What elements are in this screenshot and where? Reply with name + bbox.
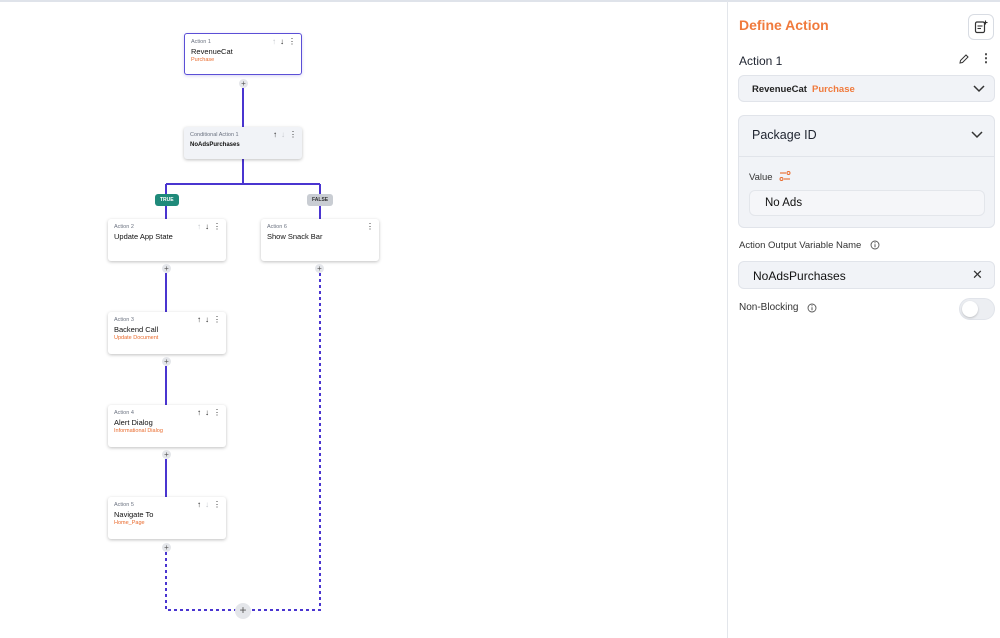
conditional-node-1[interactable]: Conditional Action 1 NoAdsPurchases ↑ ↓ … <box>184 127 302 159</box>
value-label: Value <box>749 172 773 183</box>
more-vertical-icon[interactable]: ⋮ <box>289 130 297 139</box>
more-vertical-icon[interactable]: ⋮ <box>213 500 221 509</box>
chevron-down-icon <box>973 85 985 93</box>
action-node-1[interactable]: Action 1 RevenueCat Purchase ↑ ↓ ⋮ <box>184 33 302 75</box>
variable-source-icon[interactable] <box>779 171 791 182</box>
action-type-select[interactable]: RevenueCat Purchase <box>738 75 995 102</box>
action-method: Purchase <box>812 84 855 95</box>
node-label: Conditional Action 1 <box>190 132 239 138</box>
add-action-button[interactable]: + <box>315 264 324 273</box>
node-subtitle: Home_Page <box>114 520 145 526</box>
node-title: Update App State <box>114 232 173 241</box>
action-node-4[interactable]: Action 4 Alert Dialog Informational Dial… <box>108 405 226 447</box>
action-node-3[interactable]: Action 3 Backend Call Update Document ↑ … <box>108 312 226 354</box>
info-icon[interactable] <box>870 240 880 250</box>
true-branch-badge: TRUE <box>155 194 179 206</box>
info-icon[interactable] <box>807 303 817 313</box>
move-up-icon: ↑ <box>272 37 276 46</box>
add-action-button[interactable]: + <box>162 450 171 459</box>
action-node-6[interactable]: Action 6 Show Snack Bar ⋮ <box>261 219 379 261</box>
node-title: NoAdsPurchases <box>190 142 240 148</box>
more-vertical-icon[interactable]: ⋮ <box>366 222 374 231</box>
move-down-icon: ↓ <box>205 500 209 509</box>
action-flow-canvas[interactable]: Action 1 RevenueCat Purchase ↑ ↓ ⋮ + Con… <box>0 0 727 638</box>
more-vertical-icon[interactable]: ⋮ <box>213 222 221 231</box>
section-title: Package ID <box>752 128 817 142</box>
move-up-icon[interactable]: ↑ <box>197 315 201 324</box>
chevron-down-icon <box>971 131 983 139</box>
more-vertical-icon[interactable]: ⋮ <box>980 51 992 65</box>
add-note-button[interactable] <box>968 14 994 40</box>
action-service: RevenueCat <box>752 84 807 95</box>
add-action-button[interactable]: + <box>162 264 171 273</box>
move-up-icon: ↑ <box>197 222 201 231</box>
add-action-button[interactable]: + <box>162 543 171 552</box>
move-down-icon[interactable]: ↓ <box>280 37 284 46</box>
node-title: Alert Dialog <box>114 418 153 427</box>
action-label: Action 1 <box>739 54 783 68</box>
non-blocking-label: Non-Blocking <box>739 302 799 313</box>
node-title: Show Snack Bar <box>267 232 323 241</box>
node-subtitle: Purchase <box>191 57 215 63</box>
node-label: Action 3 <box>114 317 134 323</box>
move-down-icon[interactable]: ↓ <box>205 315 209 324</box>
node-label: Action 5 <box>114 502 134 508</box>
pencil-icon[interactable] <box>958 53 970 68</box>
node-label: Action 6 <box>267 224 287 230</box>
package-id-header[interactable]: Package ID <box>739 116 994 157</box>
move-up-icon[interactable]: ↑ <box>197 500 201 509</box>
action-node-2[interactable]: Action 2 Update App State ↑ ↓ ⋮ <box>108 219 226 261</box>
node-title: RevenueCat <box>191 47 233 56</box>
add-note-icon <box>974 20 988 34</box>
move-up-icon[interactable]: ↑ <box>273 130 277 139</box>
more-vertical-icon[interactable]: ⋮ <box>213 315 221 324</box>
action-node-5[interactable]: Action 5 Navigate To Home_Page ↑ ↓ ⋮ <box>108 497 226 539</box>
output-variable-value: NoAdsPurchases <box>753 269 846 283</box>
node-subtitle: Informational Dialog <box>114 428 163 434</box>
move-down-icon: ↓ <box>281 130 285 139</box>
output-variable-input[interactable]: NoAdsPurchases ✕ <box>738 261 995 289</box>
clear-icon[interactable]: ✕ <box>972 267 983 282</box>
false-branch-badge: FALSE <box>307 194 334 206</box>
panel-title: Define Action <box>739 17 829 33</box>
add-action-button[interactable]: + <box>239 79 248 88</box>
node-label: Action 2 <box>114 224 134 230</box>
node-title: Backend Call <box>114 325 159 334</box>
move-down-icon[interactable]: ↓ <box>205 222 209 231</box>
node-subtitle: Update Document <box>114 335 159 341</box>
more-vertical-icon[interactable]: ⋮ <box>213 408 221 417</box>
package-id-section: Package ID Value No Ads <box>738 115 995 228</box>
node-label: Action 1 <box>191 39 211 45</box>
non-blocking-toggle[interactable] <box>959 298 995 320</box>
add-final-action-button[interactable]: + <box>235 603 251 619</box>
add-action-button[interactable]: + <box>162 357 171 366</box>
package-id-value-input[interactable]: No Ads <box>749 190 985 216</box>
output-variable-label: Action Output Variable Name <box>739 240 862 251</box>
move-up-icon[interactable]: ↑ <box>197 408 201 417</box>
define-action-panel: Define Action Action 1 ⋮ RevenueCat Purc… <box>727 0 1000 638</box>
more-vertical-icon[interactable]: ⋮ <box>288 37 296 46</box>
node-title: Navigate To <box>114 510 154 519</box>
toggle-knob <box>962 301 978 317</box>
node-label: Action 4 <box>114 410 134 416</box>
move-down-icon[interactable]: ↓ <box>205 408 209 417</box>
